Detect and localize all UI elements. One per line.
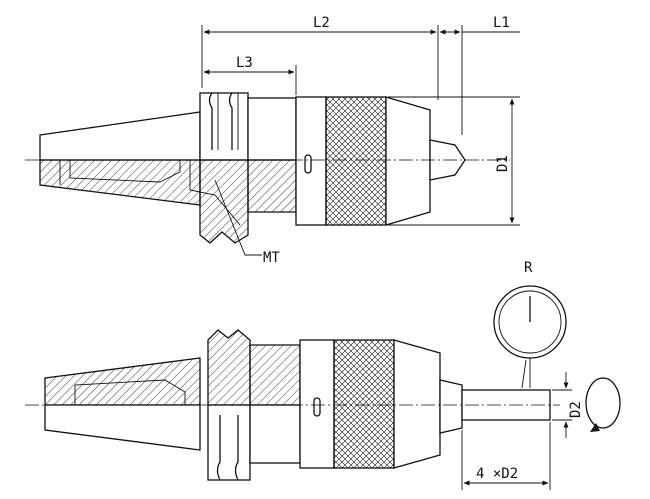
mt-label: MT xyxy=(263,250,280,266)
l3-label: L3 xyxy=(236,55,253,71)
top-taper-shank xyxy=(39,111,201,206)
top-view: MT L2 L1 L3 D1 xyxy=(25,15,520,266)
d2-label: D2 xyxy=(568,401,584,418)
d1-label: D1 xyxy=(495,155,511,172)
four-d2-label: 4 ×D2 xyxy=(476,466,518,482)
bottom-neck xyxy=(249,344,301,464)
four-d2-dimension: 4 ×D2 xyxy=(461,422,551,490)
l2-dimension: L2 xyxy=(201,15,439,100)
bottom-taper-shank xyxy=(44,357,201,451)
r-label: R xyxy=(524,260,533,276)
top-chuck-body xyxy=(295,96,431,226)
d2-dimension: D2 xyxy=(552,372,584,438)
dial-indicator: R xyxy=(493,260,567,389)
bottom-flange xyxy=(207,329,251,481)
rotation-arrow xyxy=(585,377,621,432)
l3-dimension: L3 xyxy=(203,55,297,95)
top-neck xyxy=(189,97,297,226)
mt-leader xyxy=(214,179,262,256)
d1-dimension: D1 xyxy=(388,96,520,226)
l2-label: L2 xyxy=(313,15,330,31)
bottom-chuck-body xyxy=(299,339,463,469)
l1-dimension: L1 xyxy=(439,15,520,135)
l1-label: L1 xyxy=(493,15,510,31)
bottom-view: R D2 4 ×D2 xyxy=(25,260,621,490)
top-flange xyxy=(199,92,249,244)
